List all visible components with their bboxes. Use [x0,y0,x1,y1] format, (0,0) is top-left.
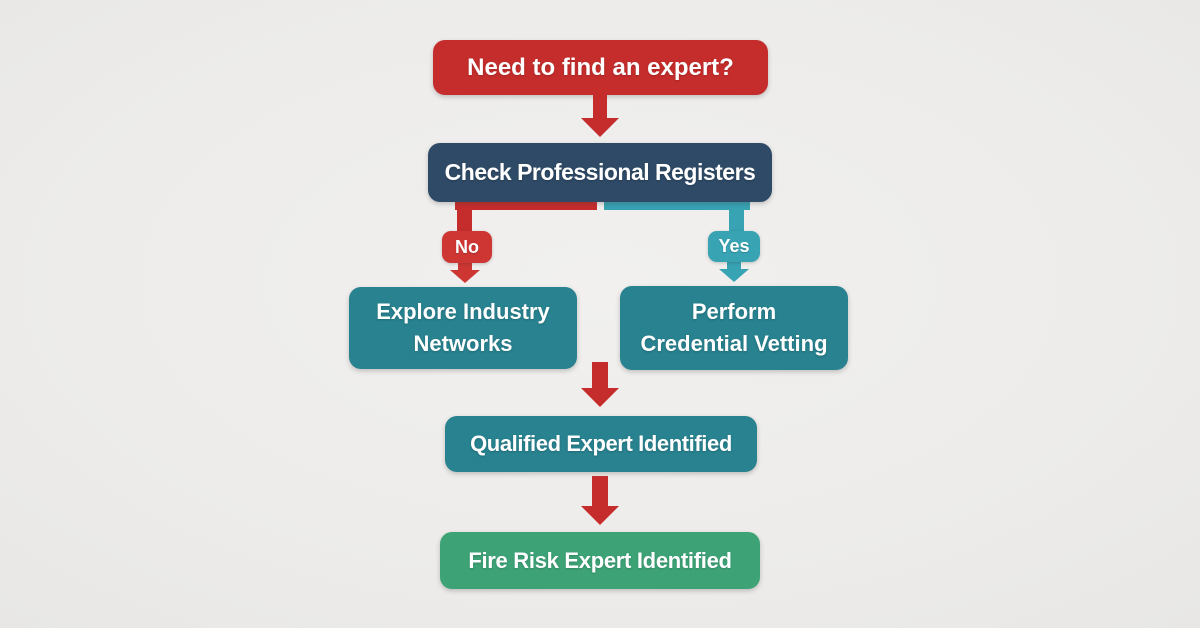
yes-badge-tail [727,261,741,270]
branch-line-yes [604,200,750,210]
branch-drop-no [457,201,472,232]
explore-networks-node: Explore Industry Networks [349,287,577,369]
credential-vetting-label-line2: Credential Vetting [640,331,828,356]
start-label: Need to find an expert? [467,53,734,81]
yes-branch-badge: Yes [708,231,760,262]
yes-branch-label: Yes [718,236,750,256]
arrow-down-icon [581,506,619,525]
qualified-expert-label: Qualified Expert Identified [470,431,732,456]
explore-networks-label-line2: Networks [413,331,513,356]
arrow-down-icon [581,388,619,407]
connector-start-check [593,93,607,119]
branch-line-no [455,200,597,210]
no-badge-tail [458,262,472,271]
arrow-down-icon [450,270,480,283]
decision-node: Check Professional Registers [428,143,772,202]
explore-networks-label-line1: Explore Industry [376,299,550,324]
credential-vetting-label-line1: Perform [691,299,777,324]
branch-drop-yes [729,201,744,232]
credential-vetting-node: Perform Credential Vetting [620,286,848,370]
connector-merge-qualified [592,362,608,389]
connector-qualified-final [592,476,608,507]
start-node: Need to find an expert? [433,40,768,95]
arrow-down-icon [719,269,749,282]
arrow-down-icon [581,118,619,137]
final-label: Fire Risk Expert Identified [468,547,732,573]
decision-label: Check Professional Registers [444,159,756,185]
final-node: Fire Risk Expert Identified [440,532,760,589]
qualified-expert-node: Qualified Expert Identified [445,416,757,472]
no-branch-badge: No [442,231,492,263]
no-branch-label: No [455,236,479,257]
